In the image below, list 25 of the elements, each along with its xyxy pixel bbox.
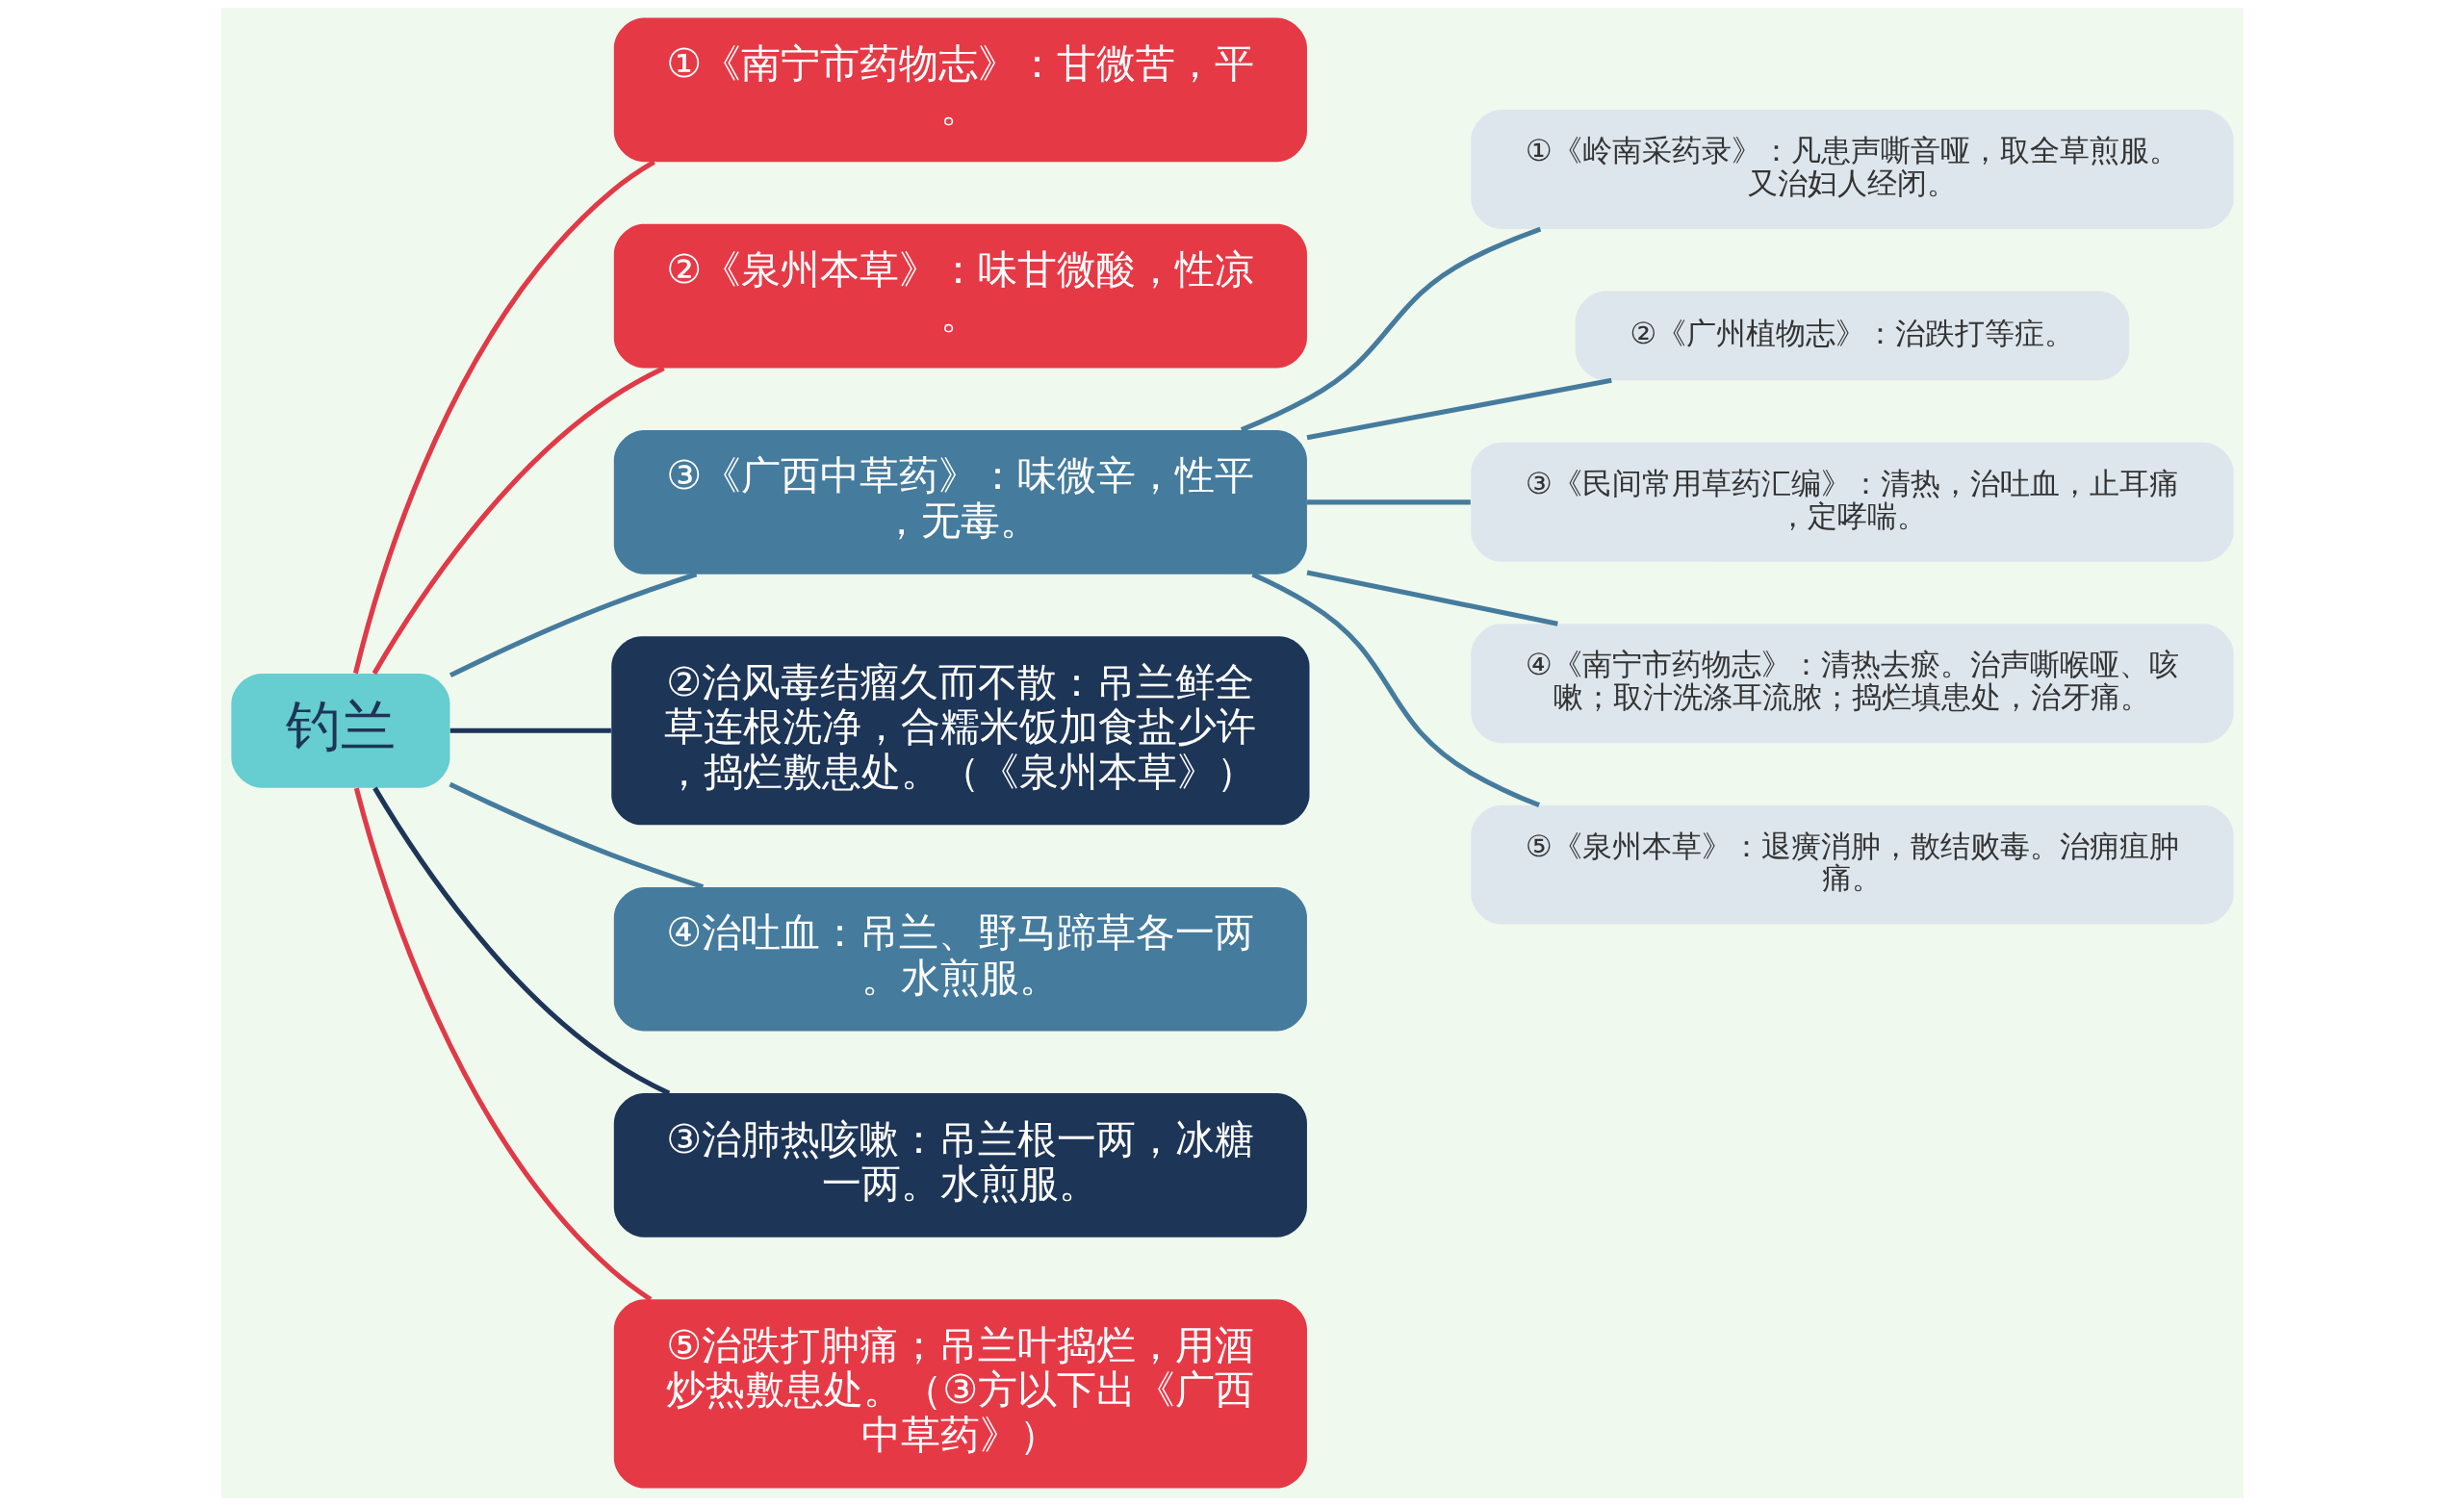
connector bbox=[1240, 226, 1541, 432]
connector bbox=[372, 786, 670, 1096]
connector bbox=[1306, 377, 1612, 441]
node-box: ③《广西中草药》：味微辛，性平，无毒。 bbox=[613, 429, 1307, 574]
node-box: ②《广州植物志》：治跌打等症。 bbox=[1575, 291, 2129, 381]
node-box: ②《泉州本草》：味甘微酸，性凉。 bbox=[613, 223, 1307, 369]
connector bbox=[352, 160, 655, 675]
connector bbox=[1306, 499, 1471, 505]
node-box: ①《岭南采药录》：凡患声嘶音哑，取全草煎服。又治妇人经闭。 bbox=[1470, 110, 2234, 229]
connector bbox=[1250, 572, 1540, 808]
connector bbox=[448, 781, 704, 890]
connector bbox=[449, 572, 697, 678]
node-box: ②治风毒结瘤久而不散：吊兰鲜全草连根洗净，合糯米饭加食盐少许，捣烂敷患处。（《泉州本草》） bbox=[610, 636, 1309, 826]
connector bbox=[353, 787, 652, 1302]
node-box: ③治肺热咳嗽：吊兰根一两，冰糖一两。水煎服。 bbox=[613, 1093, 1307, 1238]
node-box: ①《南宁市药物志》：甘微苦，平。 bbox=[613, 17, 1307, 163]
node-box: 钓兰 bbox=[230, 673, 449, 788]
node-box: ④《南宁市药物志》：清热去瘀。治声嘶喉哑、咳嗽；取汁洗涤耳流脓；捣烂填患处，治牙痛。 bbox=[1470, 624, 2234, 744]
node-box: ③《民间常用草药汇编》：清热，治吐血，止耳痛，定哮喘。 bbox=[1470, 442, 2234, 562]
connector bbox=[1306, 570, 1558, 626]
node-box: ④治吐血：吊兰、野马蹄草各一两。水煎服。 bbox=[613, 886, 1307, 1032]
connector bbox=[449, 727, 611, 733]
connector bbox=[372, 366, 665, 676]
node-box: ⑤治跌打肿痛；吊兰叶捣烂，用酒炒热敷患处。（③方以下出《广西中草药》） bbox=[613, 1299, 1307, 1489]
node-box: ⑤《泉州本草》：退癀消肿，散结败毒。治痈疽肿痛。 bbox=[1470, 804, 2234, 925]
